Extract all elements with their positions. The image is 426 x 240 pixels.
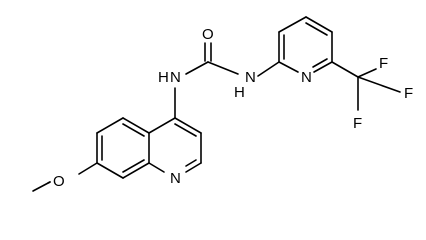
bond-c-f-top [357, 68, 377, 78]
quinoline-bond-n1-c2-inner [185, 159, 197, 167]
atom-h-urea-right: H [234, 84, 245, 101]
bond-o-ch3 [32, 181, 51, 192]
quinoline-bond-c8-c8a [122, 162, 150, 179]
bond-o-ch3-join [47, 181, 51, 184]
quinoline-bond-c8a-n1 [148, 162, 165, 173]
atom-o-carbonyl: O [202, 26, 214, 43]
pyridine-bond-5-inner [312, 58, 328, 68]
atom-f-top: F [379, 55, 388, 72]
pyridine-bond-2 [278, 16, 307, 33]
atom-h-urea-left: H [158, 69, 169, 86]
bond-c-n-left [185, 61, 209, 75]
bond-nh-pyridine [257, 61, 280, 77]
quinoline-bond-c4-c4a [148, 117, 176, 134]
quinoline-bond-n1-c2 [185, 162, 202, 173]
molecule-diagram: O N H N H N N O F F F [32, 16, 413, 192]
atom-n-urea-right: N [245, 69, 256, 86]
pyridine-bond-5 [313, 61, 333, 73]
quinoline-bond-c8-c8a-inner [122, 159, 145, 173]
quinoline-bond-c3-c4-inner [174, 123, 197, 137]
bond-c6-cf3 [331, 61, 359, 78]
pyridine-bond-6 [278, 61, 299, 73]
structure-svg: O N H N H N N O F F F [32, 16, 413, 192]
atom-o-methoxy: O [53, 173, 65, 190]
bond-c-f-right [357, 76, 401, 93]
pyridine-bond-3-inner [305, 22, 328, 36]
quinoline-bond-c3-c4 [174, 117, 202, 134]
bond-c-n-right [207, 61, 239, 75]
atom-f-right: F [404, 85, 413, 102]
quinoline-bond-c4a-c5-inner [122, 123, 145, 137]
atom-n-urea-left: N [170, 69, 181, 86]
quinoline-bond-c7-c8 [96, 162, 124, 179]
atom-n-quinoline: N [170, 170, 181, 187]
quinoline-bond-c5-c6 [96, 117, 124, 134]
bond-c7-o [78, 162, 98, 175]
atom-f-bottom: F [353, 115, 362, 132]
quinoline-bond-c4a-c5 [122, 117, 150, 134]
pyridine-bond-3 [305, 16, 333, 33]
atom-n-pyridine: N [301, 69, 312, 86]
